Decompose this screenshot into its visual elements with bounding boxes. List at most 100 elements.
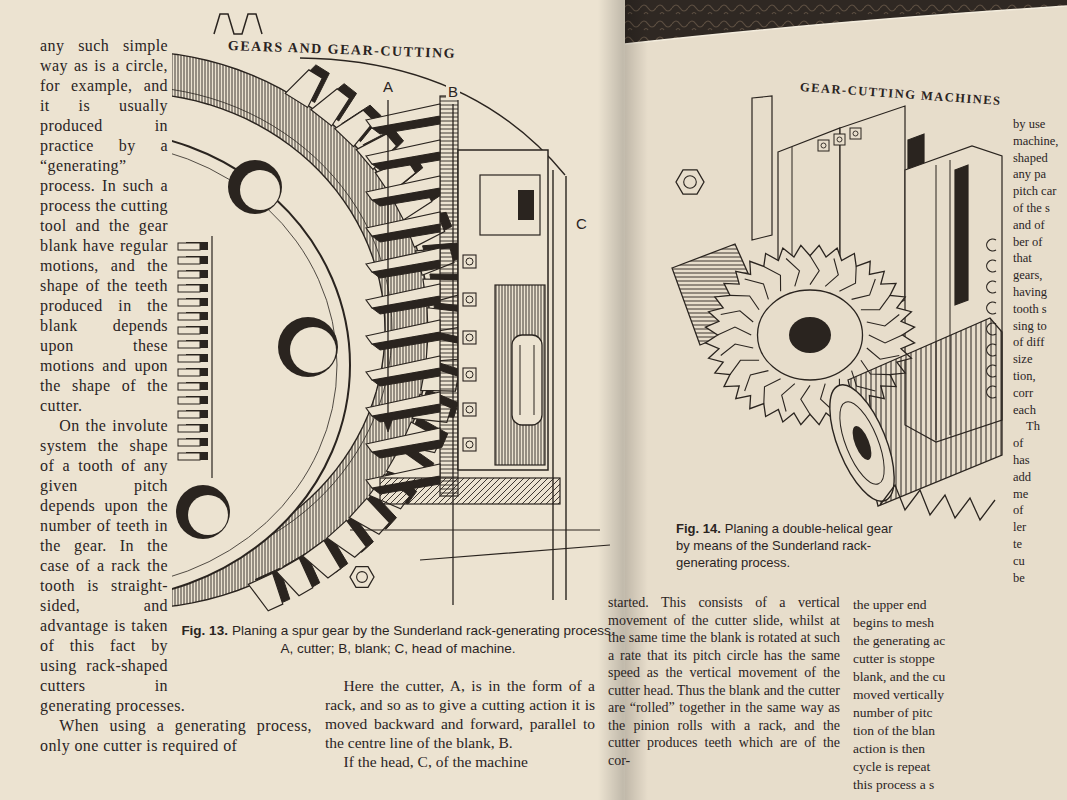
text-fragment: cu [1013, 555, 1025, 569]
text-fragment: this process a s [853, 778, 934, 793]
illustration-part [520, 345, 534, 415]
illustration-part [466, 296, 473, 303]
text-fragment: action is then [853, 742, 925, 757]
illustration-part [817, 377, 908, 510]
callout-letter: C [574, 216, 589, 232]
illustration-part [248, 573, 282, 610]
illustration-part [850, 128, 861, 139]
illustration-part [955, 165, 968, 305]
illustration-part [880, 485, 995, 520]
illustration-part [764, 266, 781, 291]
illustration-part [565, 176, 566, 600]
illustration-part [466, 371, 473, 378]
figure-caption: Fig. 14.Planing a double-helical gear by… [676, 520, 896, 571]
arrow-head [383, 418, 393, 432]
nut [463, 368, 476, 381]
illustration-part [718, 327, 752, 335]
illustration-part [466, 334, 473, 341]
illustration-part [745, 371, 769, 391]
illustration-part [987, 260, 996, 272]
illustration-part [745, 279, 769, 299]
text-fragment: the upper end [853, 598, 926, 613]
figure-number: Fig. 14. [676, 521, 721, 536]
text-fragment: number of pitc [853, 706, 932, 721]
illustration-part [789, 317, 831, 353]
illustration-part [335, 110, 375, 147]
text-fragment: any pa [1013, 168, 1046, 182]
text-fragment: that [1013, 252, 1032, 266]
text-fragment: te [1013, 538, 1022, 552]
illustration-part [276, 558, 312, 596]
illustration-part [752, 96, 772, 240]
illustration-part [178, 299, 200, 306]
illustration-part [518, 190, 534, 220]
illustration-part [825, 258, 838, 286]
illustration-part [810, 256, 819, 285]
nut [463, 403, 476, 416]
body-paragraph: If the head, C, of the machine [325, 752, 595, 771]
illustration-part [721, 311, 753, 322]
text-fragment: sing to [1013, 320, 1047, 334]
right-page [625, 6, 1067, 800]
illustration-part [366, 284, 440, 308]
illustration-part [849, 424, 875, 463]
text-fragment: has [1013, 454, 1030, 468]
illustration-part [821, 143, 826, 148]
illustration-part [852, 279, 876, 299]
text-fragment: by use [1013, 118, 1045, 132]
illustration-part [512, 335, 542, 425]
illustration-part [366, 356, 440, 380]
illustration-part [366, 392, 440, 416]
callout-letter: A [381, 79, 395, 95]
caption-text: Planing a spur gear by the Sunderland ra… [232, 623, 615, 656]
gear-hub [172, 130, 350, 600]
hub-hole [278, 317, 338, 377]
illustration-part [801, 385, 810, 414]
leader-line [387, 100, 388, 422]
illustration-part [311, 89, 350, 126]
illustration-part [327, 520, 366, 557]
rack-cutter [440, 96, 458, 496]
body-paragraph: On the involute system the shape of a to… [40, 416, 312, 716]
illustration-part [366, 248, 440, 272]
body-paragraph: any such simple way as is a circle, for … [40, 36, 312, 416]
helical-gear-figure [672, 96, 1002, 520]
machine-head [458, 150, 548, 470]
illustration-part [178, 243, 200, 250]
illustration-part [867, 315, 899, 326]
illustration-part [684, 176, 697, 189]
text-fragment: shaped [1013, 152, 1048, 166]
tablecloth-pattern [625, 0, 1067, 44]
illustration-part [178, 397, 200, 404]
illustration-part [730, 360, 759, 374]
illustration-part [178, 327, 200, 334]
illustration-part [758, 290, 863, 380]
text-fragment: having [1013, 286, 1047, 300]
illustration-part [839, 266, 856, 291]
text-fragment: tion, [1013, 370, 1036, 384]
illustration-part [366, 104, 440, 128]
text-fragment: of diff [1013, 336, 1044, 350]
illustration-part [466, 258, 473, 265]
machine-base [380, 478, 560, 504]
text-fragment: tion of the blan [853, 724, 935, 739]
text-fragment: the generating ac [853, 634, 945, 649]
text-fragment: cycle is repeat [853, 760, 930, 775]
illustration-part [730, 295, 759, 309]
illustration-part [178, 453, 200, 460]
spur-gear-figure [172, 14, 610, 611]
illustration-part [782, 384, 795, 412]
illustration-part [831, 396, 894, 490]
illustration-part [869, 335, 903, 343]
illustration-part [867, 348, 899, 359]
illustration-part [837, 137, 842, 142]
body-paragraph: Here the cutter, A, is in the form of a … [325, 676, 595, 752]
text-fragment: machine, [1013, 135, 1058, 149]
figure-number: Fig. 13. [181, 623, 228, 638]
illustration-part [834, 134, 845, 145]
illustration-part [366, 176, 440, 200]
illustration-part [366, 140, 440, 164]
illustration-part [285, 70, 322, 108]
page-edge [625, 6, 1067, 44]
